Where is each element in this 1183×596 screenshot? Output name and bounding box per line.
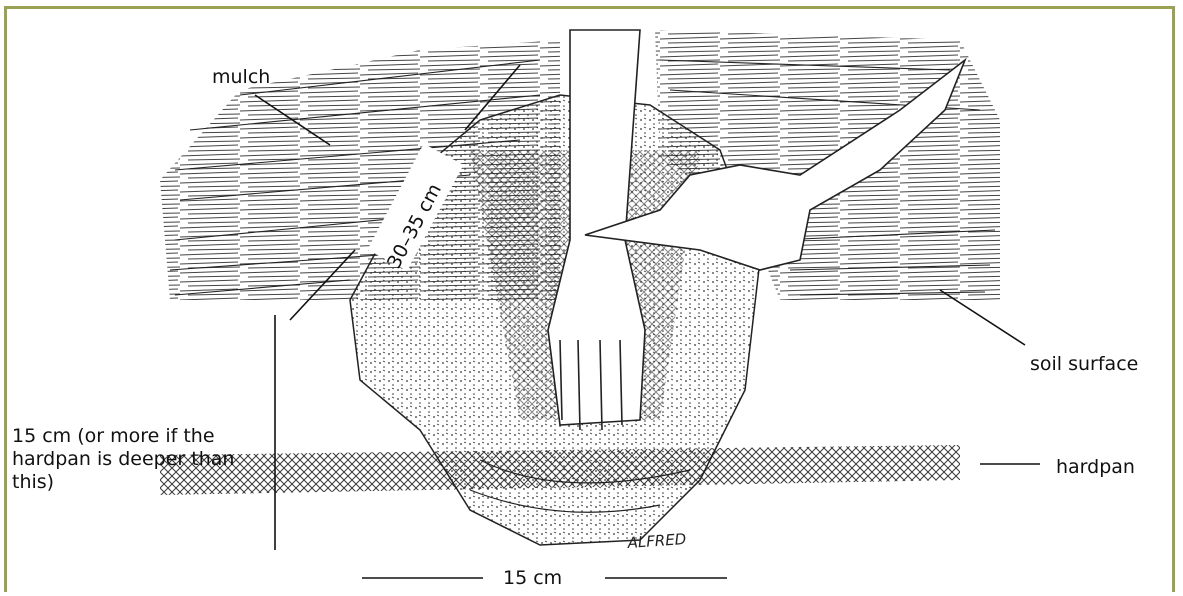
mulch-label: mulch xyxy=(212,66,270,89)
artist-signature: ALFRED xyxy=(626,530,687,552)
width-label: 15 cm xyxy=(503,567,562,590)
soil-surface-label: soil surface xyxy=(1030,353,1138,376)
depth-note-label: 15 cm (or more if the hardpan is deeper … xyxy=(12,425,277,494)
hardpan-label: hardpan xyxy=(1056,456,1135,479)
